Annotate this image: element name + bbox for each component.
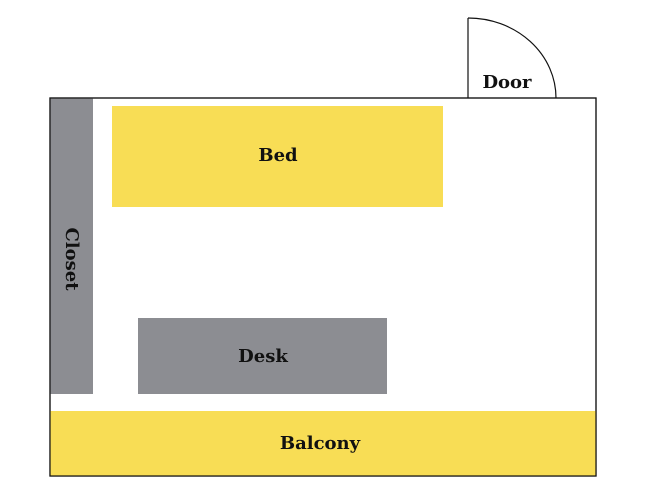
balcony-label: Balcony [280,433,361,454]
closet[interactable]: Closet [50,98,93,394]
room-walls [49,97,597,477]
closet-area [50,98,93,394]
bed-label: Bed [258,145,298,166]
door-swing-arc [467,17,557,99]
desk-label: Desk [238,346,288,367]
desk[interactable]: Desk [138,318,387,394]
bed-area [112,106,443,207]
door[interactable]: Door [467,17,557,99]
desk-area [138,318,387,394]
door-label: Door [482,72,532,93]
bed[interactable]: Bed [112,106,443,207]
closet-label: Closet [61,227,82,291]
balcony[interactable]: Balcony [50,411,596,476]
balcony-area [50,411,596,476]
